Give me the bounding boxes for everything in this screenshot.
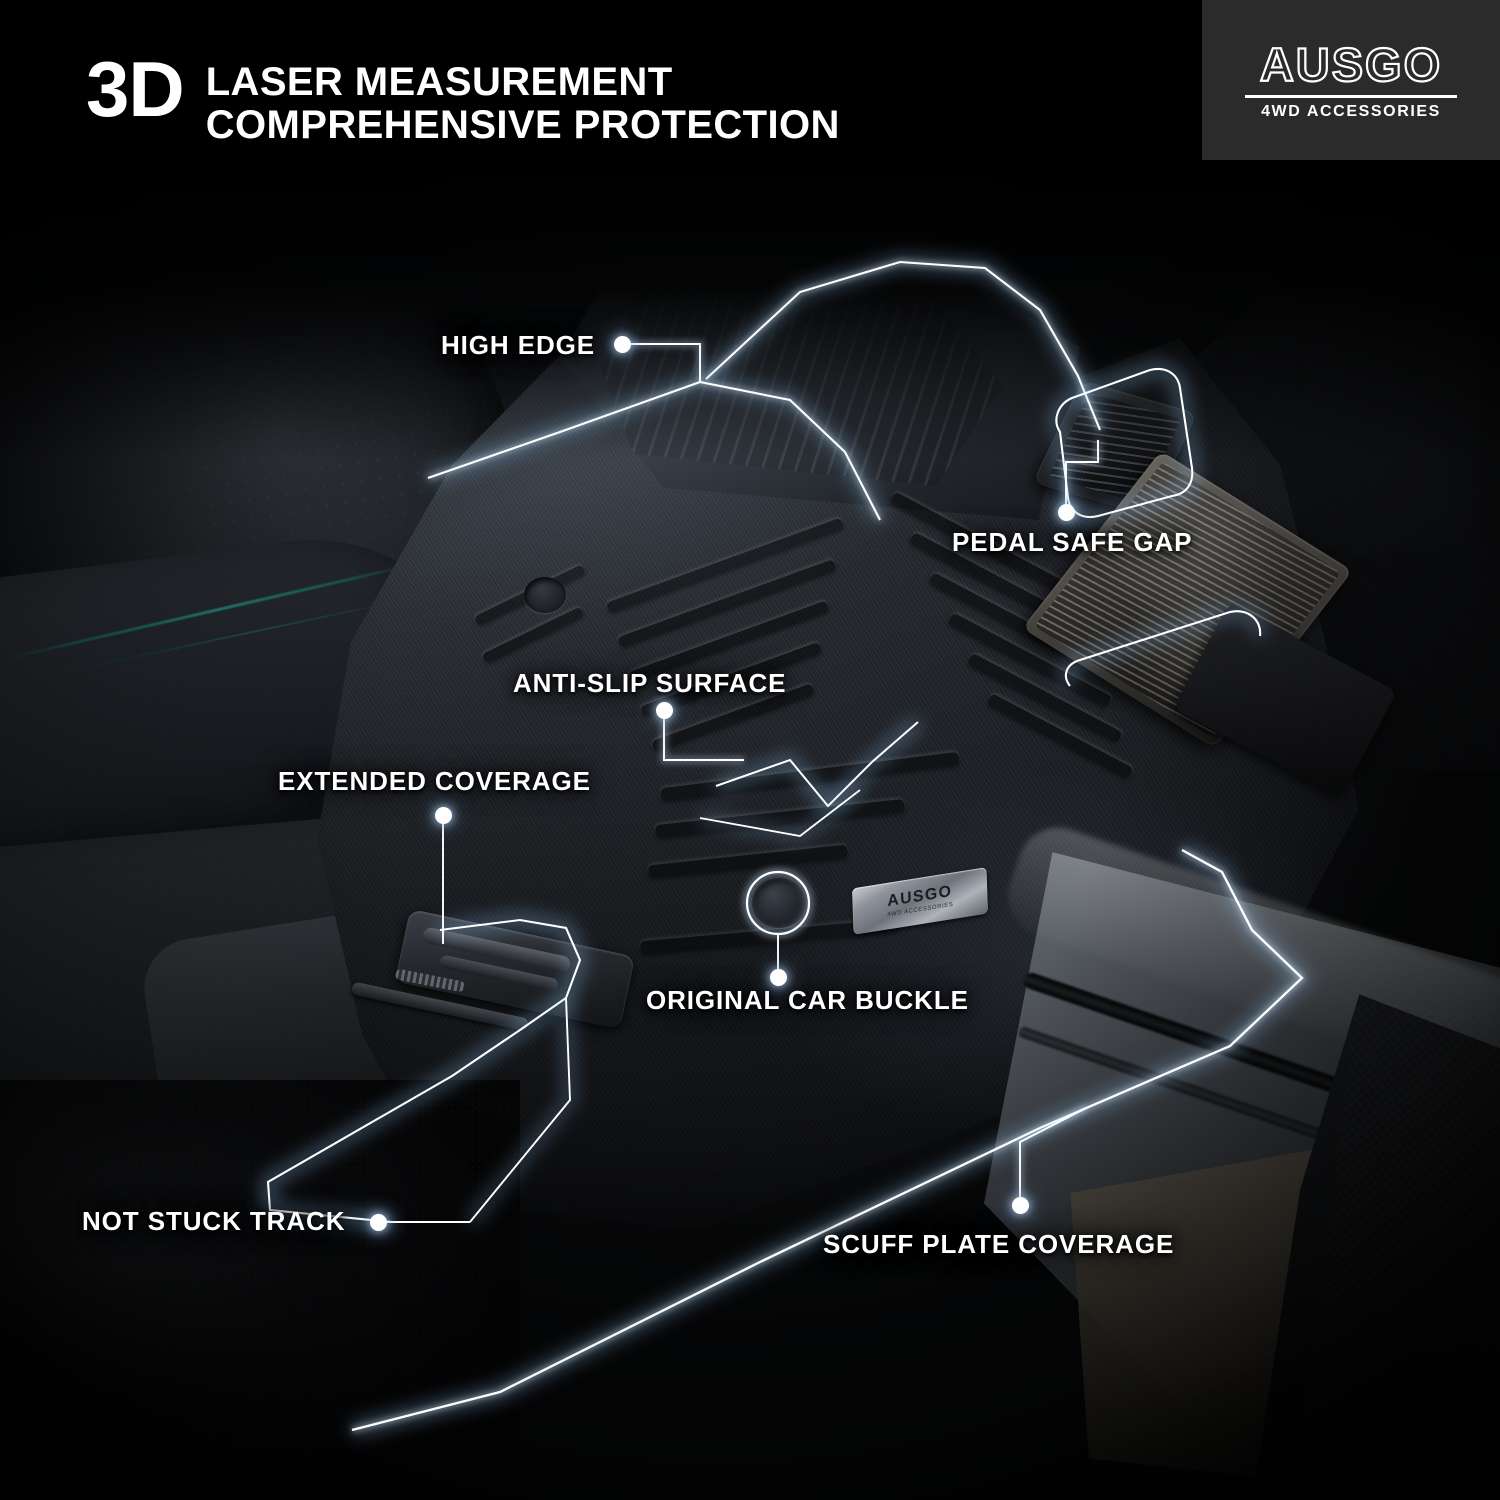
- tread-groove: [481, 606, 585, 664]
- callout-dot-anti-slip-surface: [656, 702, 673, 719]
- pedal-arm-bracket: [1172, 602, 1398, 798]
- tread-groove: [928, 572, 1102, 672]
- accelerator-pedal: [1022, 450, 1353, 749]
- dashboard-lower-trim: [1180, 240, 1480, 570]
- callout-label-original-car-buckle: ORIGINAL CAR BUCKLE: [646, 985, 969, 1015]
- title-3d-badge: 3D: [86, 45, 185, 133]
- tread-groove: [947, 612, 1113, 708]
- seat-rail-screw: [394, 968, 466, 993]
- speaker-mesh-texture: [1305, 999, 1500, 1441]
- callout-dot-high-edge: [614, 336, 631, 353]
- brand-logo: AUSGO 4WD ACCESSORIES: [1202, 0, 1500, 160]
- title-lines: LASER MEASUREMENT COMPREHENSIVE PROTECTI…: [206, 52, 840, 147]
- seat-stitching: [5, 562, 415, 661]
- mat-retention-stud: [524, 577, 566, 613]
- upper-shadow-gradient: [0, 160, 1500, 460]
- callout-label-high-edge: HIGH EDGE: [441, 330, 596, 360]
- seat-base-panel: [0, 806, 494, 1184]
- tread-groove: [660, 751, 960, 802]
- title-line-1: LASER MEASUREMENT: [205, 60, 673, 104]
- tread-groove: [655, 798, 905, 839]
- callout-dot-pedal-safe-gap: [1058, 504, 1075, 521]
- tread-groove: [986, 693, 1134, 779]
- seat-stitching-secondary: [23, 600, 397, 682]
- mat-badge-wordmark: AUSGO: [887, 882, 953, 911]
- brand-tagline: 4WD ACCESSORIES: [1261, 102, 1441, 120]
- tread-groove: [473, 564, 587, 626]
- tread-groove: [617, 558, 837, 649]
- callout-label-pedal-safe-gap: PEDAL SAFE GAP: [952, 527, 1193, 557]
- mat-ausgo-badge: AUSGO 4WD ACCESSORIES: [852, 867, 988, 935]
- callout-dot-not-stuck-track: [370, 1214, 387, 1231]
- dashboard-kick-panel: [1067, 150, 1500, 770]
- seat-rail-rod: [350, 981, 530, 1032]
- title-line-2: COMPREHENSIVE PROTECTION: [205, 103, 840, 148]
- door-seal-groove-secondary: [1017, 1025, 1500, 1206]
- door-sill-carpet: [1068, 1136, 1500, 1500]
- seat-side-plastic-cover: [137, 895, 493, 1135]
- callout-label-scuff-plate-coverage: SCUFF PLATE COVERAGE: [823, 1229, 1175, 1259]
- anti-slip-weave-texture-overlay: [317, 250, 1359, 1230]
- anti-slip-weave-texture: [317, 250, 1359, 1230]
- callout-dot-original-car-buckle: [770, 969, 787, 986]
- original-car-buckle-hole: [752, 878, 806, 928]
- callout-label-anti-slip-surface: ANTI-SLIP SURFACE: [513, 668, 787, 698]
- tread-groove: [605, 517, 845, 614]
- callout-dot-extended-coverage: [435, 807, 452, 824]
- driver-seat-backrest: [0, 175, 520, 815]
- floor-mat-wall-ribs: [600, 290, 1004, 486]
- lower-floor-grain: [0, 1080, 520, 1500]
- door-scuff-plate: [966, 824, 1500, 1416]
- floor-mat-body: [317, 250, 1359, 1230]
- tread-groove: [639, 918, 901, 955]
- callout-dot-scuff-plate-coverage: [1012, 1197, 1029, 1214]
- callout-label-not-stuck-track: NOT STUCK TRACK: [82, 1206, 346, 1236]
- tread-groove: [647, 844, 849, 879]
- floor-mat-raised-wall: [560, 250, 1080, 520]
- brand-wordmark: AUSGO: [1259, 37, 1443, 91]
- scuff-plate-highlight: [997, 816, 1500, 1104]
- tread-groove: [967, 652, 1123, 744]
- driver-seat-cushion: [0, 523, 476, 897]
- callout-label-extended-coverage: EXTENDED COVERAGE: [278, 766, 591, 796]
- door-seal-groove: [1021, 970, 1500, 1156]
- mat-badge-tagline: 4WD ACCESSORIES: [887, 901, 954, 919]
- seat-rail-track: [394, 908, 636, 1030]
- brand-divider: [1245, 94, 1457, 98]
- b-pillar-trim: [1255, 989, 1500, 1500]
- floor-mat-light-sheen: [317, 250, 1359, 1230]
- lower-floor-shadow: [0, 1080, 520, 1500]
- page-title: 3D LASER MEASUREMENT COMPREHENSIVE PROTE…: [86, 45, 840, 147]
- brake-pedal: [1032, 380, 1198, 516]
- seat-perforation-texture: [6, 166, 544, 704]
